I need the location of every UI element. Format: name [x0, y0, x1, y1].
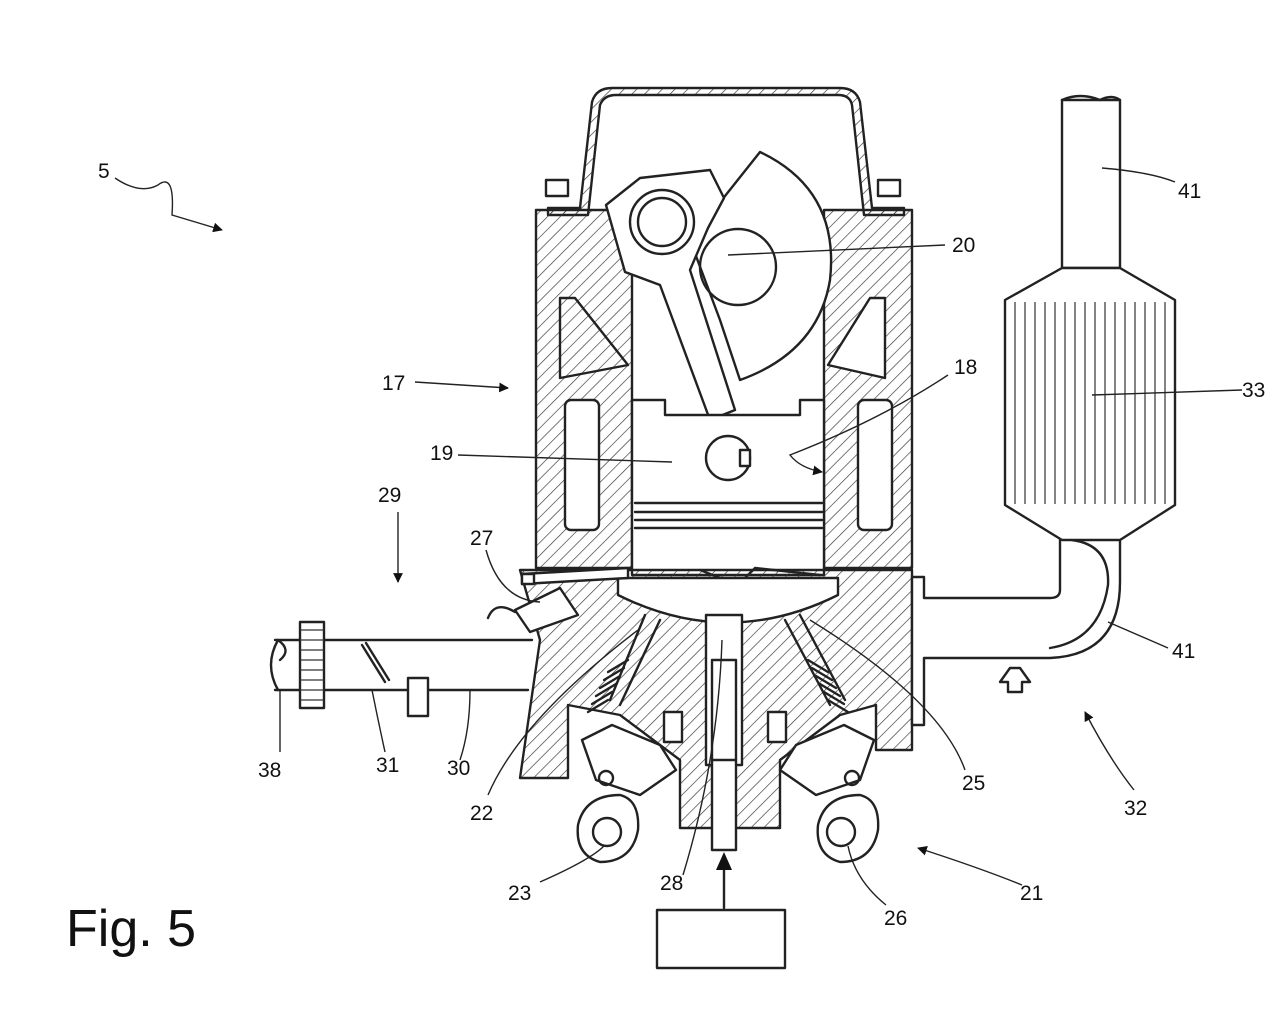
ref-21: 21 — [1020, 882, 1043, 905]
ref-18: 18 — [954, 356, 977, 379]
ref-5: 5 — [98, 160, 110, 183]
ref-31: 31 — [376, 754, 399, 777]
ref-41-bottom: 41 — [1172, 640, 1195, 663]
ref-17: 17 — [382, 372, 405, 395]
reference-numerals: 5 17 18 19 20 21 22 23 25 26 27 28 29 30… — [98, 160, 1265, 930]
figure-title: Fig. 5 — [66, 900, 196, 958]
ref-29: 29 — [378, 484, 401, 507]
ref-38: 38 — [258, 759, 281, 782]
crankshaft — [604, 150, 833, 422]
ref-41-top: 41 — [1178, 180, 1201, 203]
camshafts — [576, 793, 880, 864]
ref-22: 22 — [470, 802, 493, 825]
ref-30: 30 — [447, 757, 470, 780]
leader-lines — [114, 167, 1243, 906]
ref-23: 23 — [508, 882, 531, 905]
ref-20: 20 — [952, 234, 975, 257]
exhaust-system — [910, 94, 1177, 727]
ref-26: 26 — [884, 907, 907, 930]
intake-pipe — [269, 620, 534, 718]
ref-32: 32 — [1124, 797, 1147, 820]
actuator — [655, 852, 787, 970]
ref-33: 33 — [1242, 379, 1265, 402]
cylinder-head — [518, 568, 914, 852]
piston — [630, 398, 826, 587]
ref-28: 28 — [660, 872, 683, 895]
ref-27: 27 — [470, 527, 493, 550]
ref-19: 19 — [430, 442, 453, 465]
valve-train — [580, 658, 876, 797]
ref-25: 25 — [962, 772, 985, 795]
crankcase-cover — [544, 86, 906, 217]
sensor — [486, 566, 630, 634]
